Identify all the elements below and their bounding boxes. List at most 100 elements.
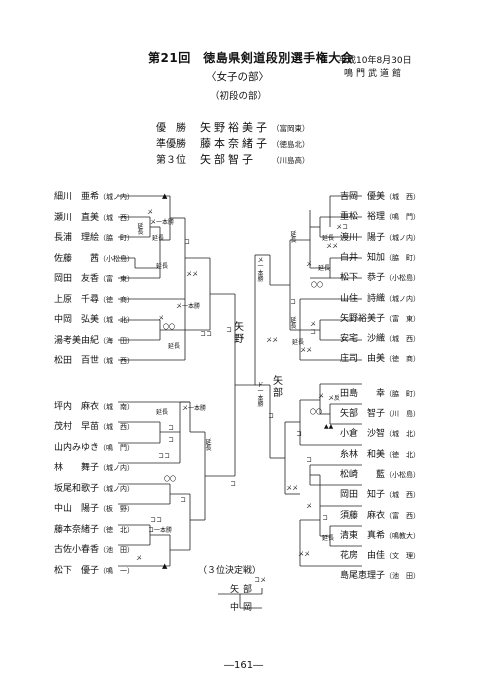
player-name: 上原 千尋 [54, 294, 100, 305]
player-name: 須藤 麻衣 [340, 510, 386, 521]
left-player: 上原 千尋（徳 商） [54, 294, 134, 305]
score-mark: メ一本勝 [150, 219, 175, 226]
player-name: 重松 裕理 [340, 212, 386, 223]
third-place-top: 矢部 [230, 585, 257, 595]
right-player: 須藤 麻衣（富 西） [340, 510, 421, 521]
right-player: 松崎 藍（小松島） [340, 470, 421, 480]
result-school: （徳島北） [272, 140, 310, 149]
score-mark: コ [290, 299, 297, 306]
player-name: 花房 由佳 [340, 551, 386, 562]
left-player: 瀬川 直美（城 西） [54, 213, 135, 223]
player-school: （富 西） [385, 511, 421, 520]
left-player: 坂尾和歌子（城ノ内） [54, 483, 134, 494]
player-name: 糸林 和美 [340, 449, 386, 460]
player-school: （富 東） [99, 275, 135, 283]
result-label: 準優勝 [156, 139, 186, 150]
score-mark: コ [296, 431, 303, 438]
right-player: 島尾恵理子（池 田） [340, 572, 420, 581]
score-mark: コ [310, 329, 317, 336]
score-mark: メ [158, 315, 165, 322]
score-mark: メコ [336, 224, 349, 231]
score-mark: ココ [158, 453, 171, 460]
right-player: 矢野裕美子（富 東） [340, 313, 421, 324]
player-name: 庄司 由美 [340, 354, 386, 365]
score-mark: 延長 [168, 343, 181, 350]
player-school: （脇 町） [99, 234, 135, 242]
score-mark: コ [230, 481, 237, 488]
score-mark: ▲▲ [324, 423, 334, 430]
player-name: 湯考美由紀 [54, 335, 100, 346]
player-name: 茂村 早苗 [54, 422, 100, 432]
score-mark: メ [310, 321, 317, 328]
player-name: 松下 恭子 [340, 273, 386, 284]
player-school: （城ノ内） [99, 193, 135, 201]
player-school: （城 西） [385, 491, 421, 500]
result-label: 第３位 [156, 155, 186, 166]
triangle-mark: ▲ [162, 192, 168, 200]
left-player: 林 舞子（城ノ内） [54, 464, 134, 473]
score-mark: コ [226, 327, 233, 334]
player-school: （海 田） [99, 336, 135, 345]
player-school: （城 西） [385, 335, 421, 344]
score-mark: メ [318, 393, 325, 400]
player-school: （川 島） [385, 410, 421, 418]
event-date: 平成10年8月30日 [338, 56, 412, 66]
player-school: （城 西） [99, 357, 135, 365]
player-school: （板 野） [99, 505, 135, 513]
player-school: （徳 商） [385, 355, 421, 364]
left-player: 岡田 友香（富 東） [54, 275, 134, 284]
player-name: 安宅 沙織 [340, 334, 386, 345]
player-school: （城 西） [99, 213, 135, 222]
result-name: 矢部智子 [200, 153, 256, 166]
score-mark: コ一本勝 [148, 527, 173, 534]
score-mark: メメ [286, 485, 299, 492]
player-name: 矢野裕美子 [340, 313, 386, 324]
player-name: 渡川 陽子 [340, 232, 386, 243]
score-vertical: メ一本勝 [257, 257, 264, 283]
player-name: 山住 詩織 [340, 293, 386, 304]
result-school: （富岡東） [272, 124, 310, 133]
score-mark: 〇〇 [163, 324, 176, 331]
player-name: 岡田 友香 [54, 274, 100, 284]
player-school: （小松島） [385, 470, 421, 479]
final-right: 矢部 [273, 376, 283, 399]
result-runner-up: 準優勝 藤本奈緒子（徳島北） [156, 138, 310, 150]
score-mark: メメ [298, 551, 311, 558]
left-player: 長浦 理絵（脇 町） [54, 234, 134, 243]
result-winner: 優 勝矢野裕美子（富岡東） [156, 122, 310, 134]
player-name: 島尾恵理子 [340, 571, 386, 582]
player-name: 古佐小春香 [54, 545, 100, 555]
score-mark: 延長 [156, 409, 169, 416]
score-mark: コ [184, 239, 191, 246]
score-mark: 延長 [292, 339, 305, 346]
left-player: 佐藤 茜（小松島） [54, 254, 135, 264]
player-school: （小松島） [99, 254, 135, 263]
score-mark: コ [306, 457, 313, 464]
player-school: （城ノ内） [385, 233, 421, 242]
player-school: （鳴 一） [99, 566, 135, 575]
player-school: （城ノ内） [99, 464, 135, 472]
player-name: 中山 陽子 [54, 504, 100, 514]
right-player: 安宅 沙織（城 西） [340, 335, 420, 344]
right-player: 重松 裕理（鳴 門） [340, 213, 420, 222]
score-mark: メメ [300, 347, 313, 354]
player-school: （鳴 門） [385, 213, 421, 222]
player-school: （富 東） [385, 314, 421, 323]
player-name: 清東 真希 [340, 530, 386, 541]
right-player: 渡川 陽子（城ノ内） [340, 232, 421, 243]
player-name: 坂尾和歌子 [54, 483, 100, 494]
player-school: （脇 町） [385, 253, 421, 262]
triangle-mark: ▲ [162, 562, 168, 570]
left-player: 中岡 弘美（城 北） [54, 316, 134, 325]
player-school: （鳴教大） [385, 531, 421, 540]
third-place-score: コメ [254, 577, 267, 584]
score-mark: コ [322, 515, 329, 522]
player-school: （池 田） [99, 546, 135, 554]
player-school: （文 理） [385, 552, 421, 561]
score-mark: メメ [266, 337, 279, 344]
score-mark: メメ [186, 271, 199, 278]
score-mark: メ [136, 555, 143, 562]
third-place-bottom: 中岡 [230, 603, 257, 613]
result-name: 藤本奈緒子 [200, 137, 270, 150]
